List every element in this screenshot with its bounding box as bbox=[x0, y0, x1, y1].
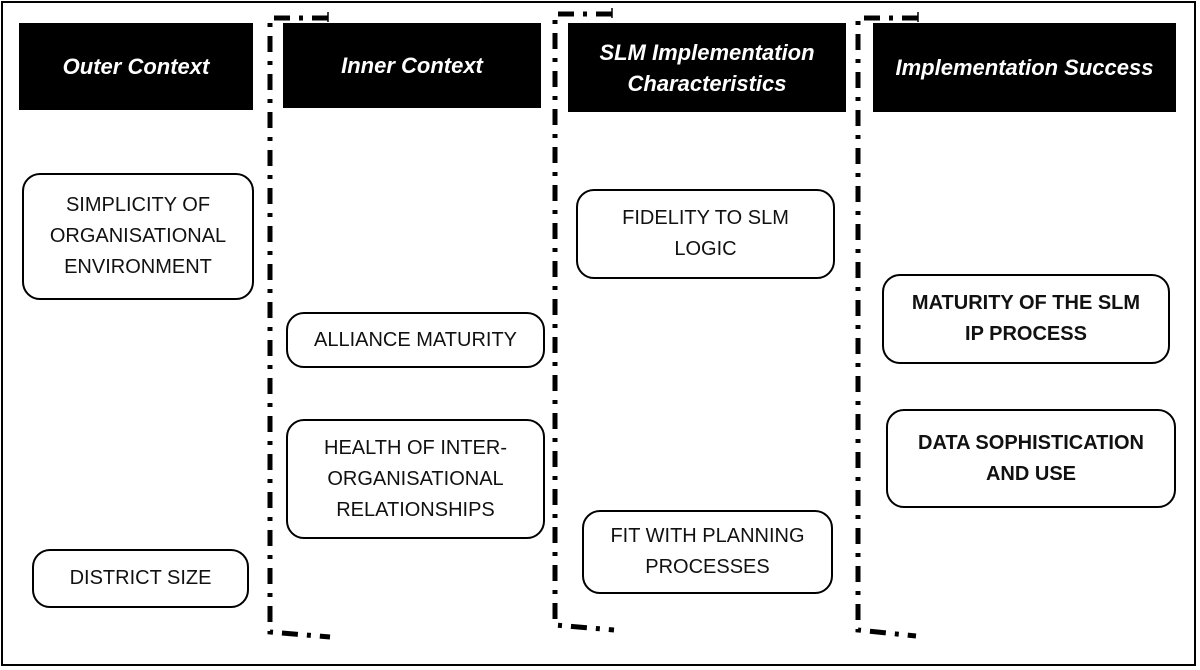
header-outer-context: Outer Context bbox=[19, 23, 253, 110]
factor-fit-with-planning-processes: FIT WITH PLANNING PROCESSES bbox=[582, 510, 833, 594]
header-inner-context: Inner Context bbox=[283, 23, 541, 108]
factor-fidelity-to-slm-logic: FIDELITY TO SLM LOGIC bbox=[576, 189, 835, 279]
factor-alliance-maturity: ALLIANCE MATURITY bbox=[286, 312, 545, 368]
factor-data-sophistication-and-use: DATA SOPHISTICATION AND USE bbox=[886, 409, 1176, 508]
factor-district-size: DISTRICT SIZE bbox=[32, 549, 249, 608]
header-implementation-success: Implementation Success bbox=[873, 23, 1176, 112]
factor-health-of-inter-organisational-relationships: HEALTH OF INTER- ORGANISATIONAL RELATION… bbox=[286, 419, 545, 539]
slm-characteristics-bracket bbox=[552, 11, 615, 633]
inner-context-bracket bbox=[267, 15, 331, 640]
header-slm-implementation-characteristics: SLM Implementation Characteristics bbox=[568, 23, 846, 112]
factor-maturity-of-the-slm-ip-process: MATURITY OF THE SLM IP PROCESS bbox=[882, 274, 1170, 364]
factor-simplicity-of-organisational-environment: SIMPLICITY OF ORGANISATIONAL ENVIRONMENT bbox=[22, 173, 254, 300]
